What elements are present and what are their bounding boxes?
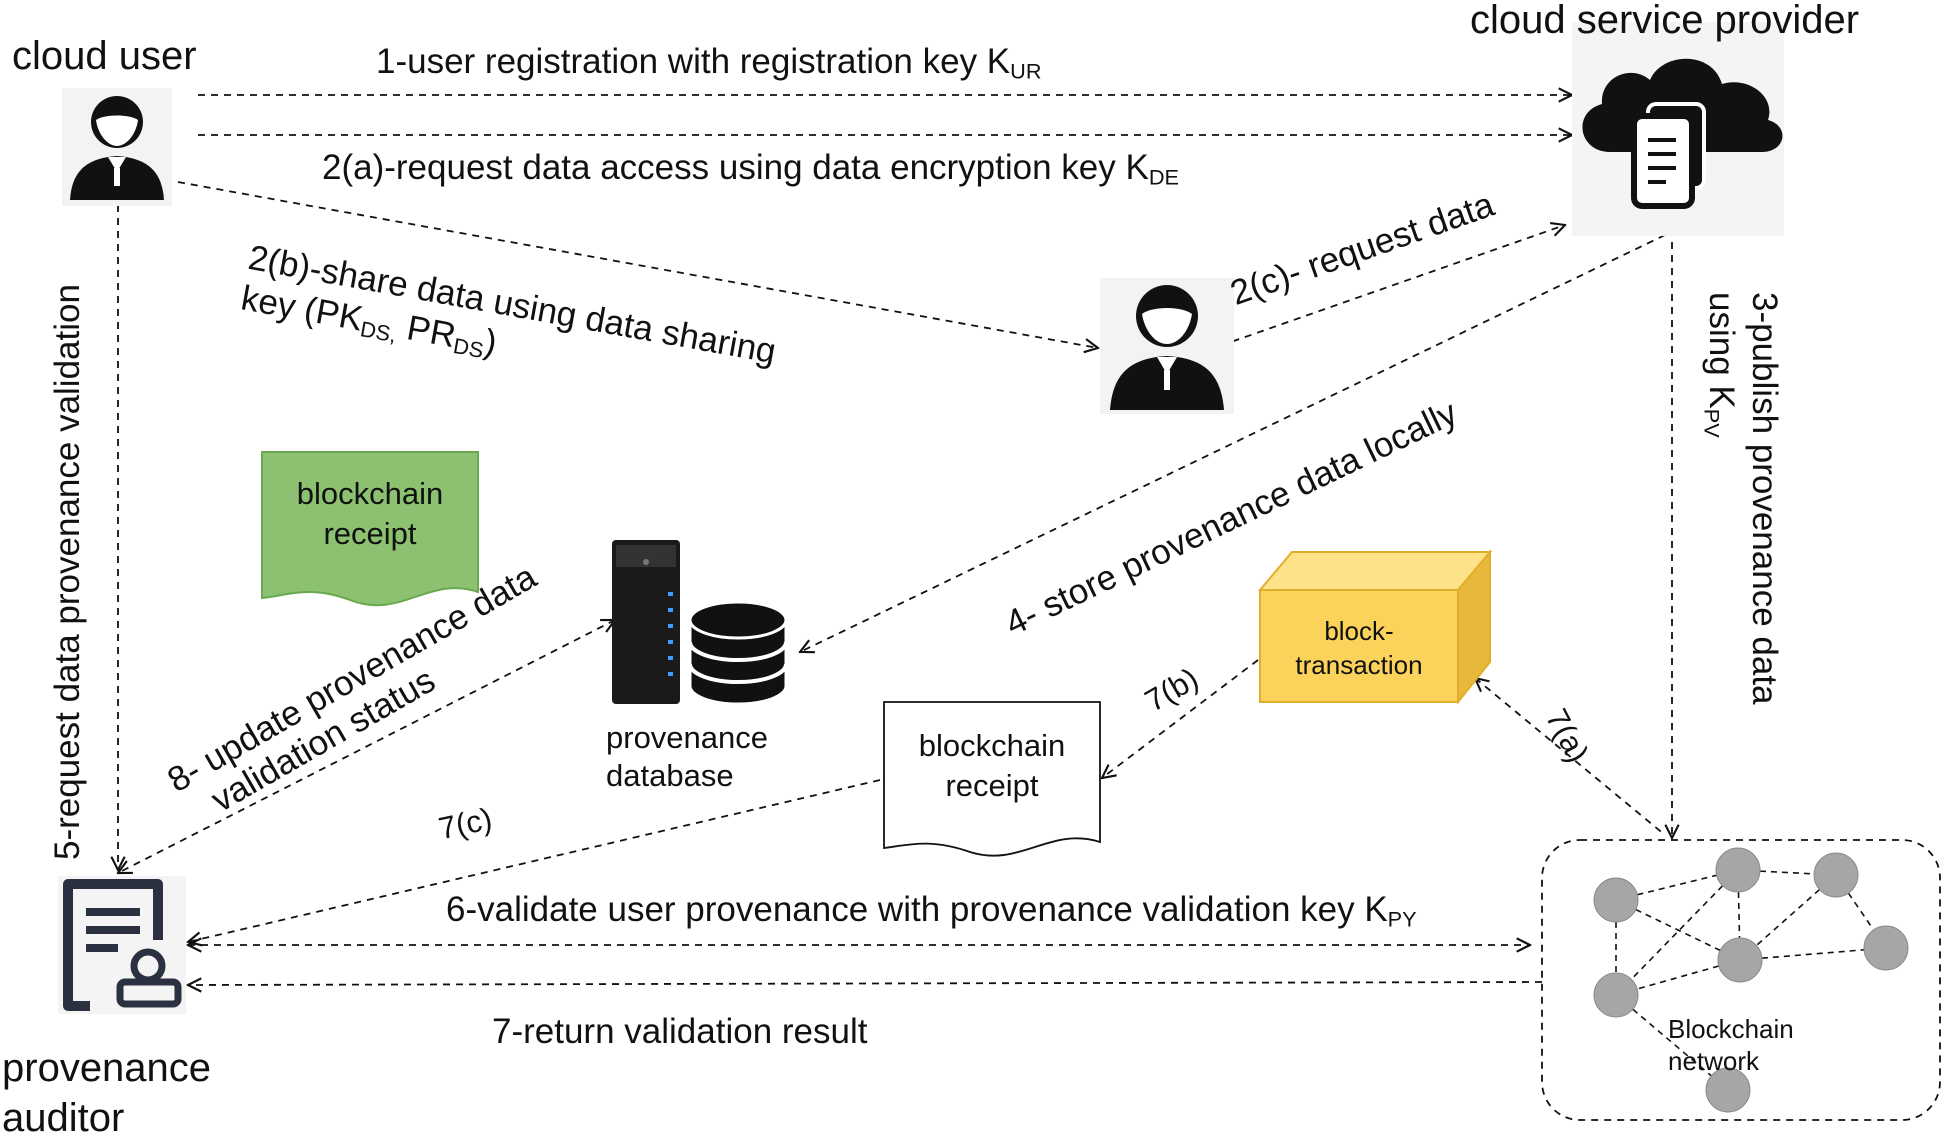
data-receiver-icon xyxy=(1100,278,1234,414)
network-label-line1: Blockchain xyxy=(1668,1014,1794,1044)
blockchain-receipt-shape xyxy=(883,701,1101,857)
receipt-label-line1: blockchain xyxy=(918,728,1066,763)
flow-5-label: 5-request data provenance validation xyxy=(48,284,87,860)
provenance-database-icon xyxy=(612,540,788,706)
arrow-8-update-status xyxy=(118,620,615,873)
flow-7-label: 7-return validation result xyxy=(492,1012,868,1051)
block-transaction-label-line2: transaction xyxy=(1295,650,1423,680)
flow-1-label: 1-user registration with registration ke… xyxy=(376,42,1042,84)
cloud-provider-icon xyxy=(1572,22,1784,236)
green-receipt-label-line2: receipt xyxy=(323,516,417,551)
network-label-line2: network xyxy=(1668,1046,1760,1076)
database-label-line1: provenance xyxy=(606,720,769,755)
flow-3-label: 3-publish provenance data using KPV xyxy=(1699,292,1784,705)
cloud-provider-label: cloud service provider xyxy=(1470,0,1860,42)
receipt-label-line2: receipt xyxy=(945,768,1039,803)
arrow-7a xyxy=(1475,678,1666,836)
auditor-label-line1: provenance xyxy=(2,1046,212,1090)
blockchain-network-frame xyxy=(1541,839,1941,1121)
blockchain-receipt-green-shape xyxy=(261,451,479,607)
cloud-user-icon xyxy=(62,88,172,206)
cloud-user-label: cloud user xyxy=(12,34,197,78)
flow-2a-label: 2(a)-request data access using data encr… xyxy=(322,148,1179,190)
provenance-auditor-icon xyxy=(58,876,186,1014)
block-transaction-label-line1: block- xyxy=(1324,616,1394,646)
flow-6-label: 6-validate user provenance with provenan… xyxy=(446,890,1417,932)
green-receipt-label-line1: blockchain xyxy=(296,476,444,511)
blockchain-network-nodes xyxy=(1593,847,1909,1113)
database-label-line2: database xyxy=(606,758,734,793)
arrow-4-store-locally xyxy=(800,234,1666,652)
arrow-7-return-result xyxy=(188,982,1543,985)
block-transaction-cube xyxy=(1257,549,1493,705)
arrow-7b xyxy=(1102,659,1259,778)
auditor-label-line2: auditor xyxy=(2,1096,125,1134)
arrow-2c-request-data xyxy=(1207,225,1565,351)
